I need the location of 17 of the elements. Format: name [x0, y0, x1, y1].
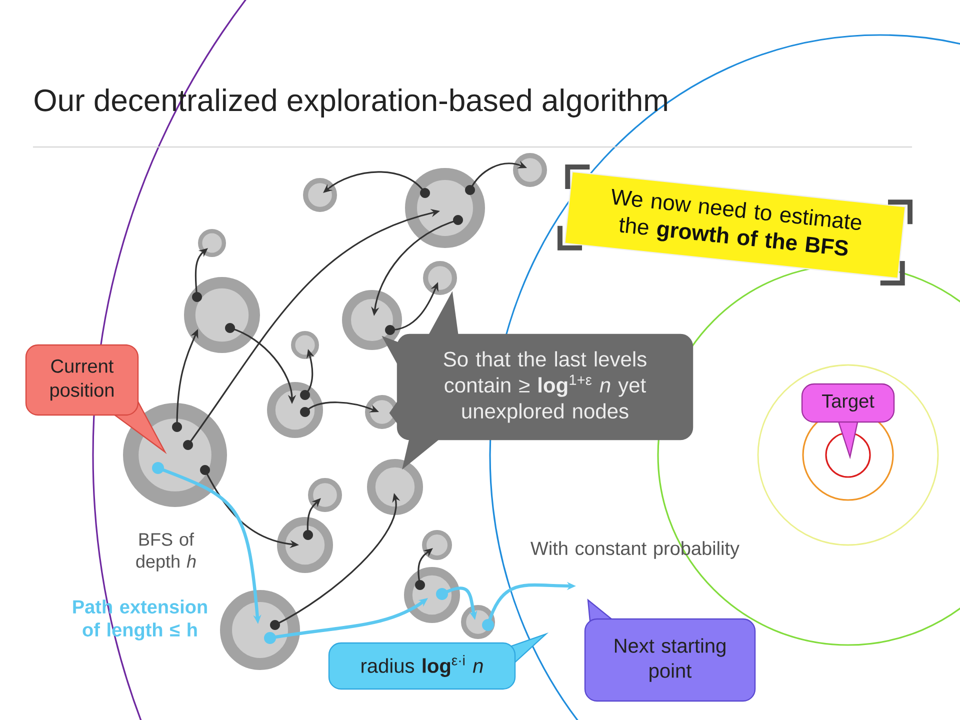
- graph-node: [308, 478, 342, 512]
- graph-node: [342, 290, 402, 350]
- graph-node: [404, 567, 460, 623]
- graph-node: [267, 382, 323, 438]
- graph-node: [423, 261, 457, 295]
- graph-node: [513, 153, 547, 187]
- graph-node: [422, 530, 452, 560]
- graph-node: [303, 178, 337, 212]
- graph-node: [405, 168, 485, 248]
- note-box: We now need to estimate the growth of the BFS: [558, 164, 913, 286]
- graph-node: [184, 277, 260, 353]
- graph-node: [220, 590, 300, 670]
- text-label: BFS of depth h: [136, 532, 196, 572]
- graph-node: [277, 517, 333, 573]
- graph-node: [198, 229, 226, 257]
- graph-node: [367, 459, 423, 515]
- graph-node: [291, 331, 319, 359]
